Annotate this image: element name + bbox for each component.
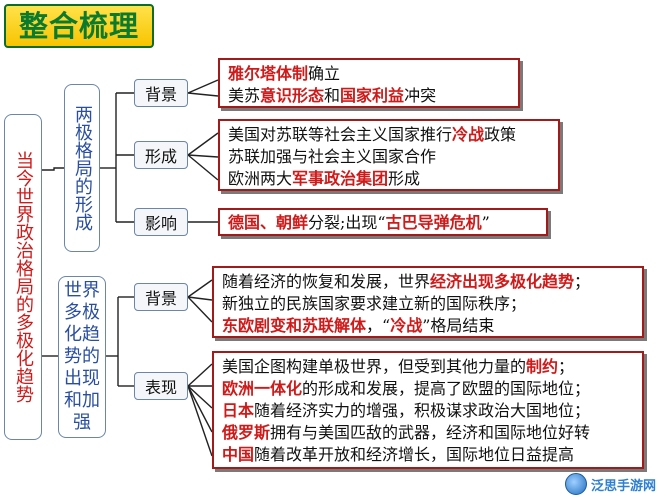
body-text: 新独立的民族国家要求建立新的国际秩序； xyxy=(222,294,527,313)
body-text: 和 xyxy=(324,86,341,105)
watermark-text: 泛思手游网 xyxy=(591,478,657,494)
arrow-5a xyxy=(187,363,213,387)
body-text: 随着经济的恢复和发展，世界 xyxy=(222,272,431,291)
highlight-text: 日本 xyxy=(222,401,255,420)
arrow-2c xyxy=(187,154,219,181)
content-box: 随着经济的恢复和发展，世界经济出现多极化趋势；新独立的民族国家要求建立新的国际秩… xyxy=(212,266,644,338)
body-text: 分裂;出现“ xyxy=(308,213,386,232)
content-line: 美国企图构建单极世界，但受到其他力量的制约； xyxy=(222,356,634,378)
tag-impact: 影响 xyxy=(134,208,188,236)
highlight-text: 欧洲一体化 xyxy=(222,379,303,398)
highlight-text: 冷战 xyxy=(452,125,485,144)
content-line: 日本随着经济实力的增强，积极谋求政治大国地位； xyxy=(222,400,634,422)
body-text: 美苏 xyxy=(228,86,261,105)
body-text: 欧洲两大 xyxy=(228,169,293,188)
arrow-4b xyxy=(187,296,213,301)
arrow-5d xyxy=(187,385,213,433)
highlight-text: 制约 xyxy=(526,357,559,376)
body-text: 冲突 xyxy=(404,86,437,105)
tag-background-2: 背景 xyxy=(134,283,188,311)
content-line: 美国对苏联等社会主义国家推行冷战政策 xyxy=(228,124,550,146)
section-node-bipolar: 两极格局的形成 xyxy=(64,84,100,252)
content-line: 美苏意识形态和国家利益冲突 xyxy=(228,85,510,107)
highlight-text: 冷战 xyxy=(390,316,423,335)
content-line: 中国随着改革开放和经济增长，国际地位日益提高 xyxy=(222,444,634,466)
highlight-text: 俄罗斯 xyxy=(222,423,271,442)
globe-icon xyxy=(565,473,587,495)
body-text: 随着经济实力的增强，积极谋求政治大国地位； xyxy=(254,401,591,420)
highlight-text: 德国、朝鲜 xyxy=(228,213,309,232)
connector-root-section1 xyxy=(42,167,64,171)
highlight-text: 雅尔塔体制 xyxy=(228,64,309,83)
highlight-text: 军事政治集团 xyxy=(292,169,389,188)
arrow-1a xyxy=(187,79,219,94)
arrow-1b xyxy=(187,92,219,97)
content-line: 苏联加强与社会主义国家合作 xyxy=(228,146,550,168)
watermark: 泛思手游网 xyxy=(565,472,661,496)
tag-background-1: 背景 xyxy=(134,79,188,107)
body-text: 的形成和发展，提高了欧盟的国际地位； xyxy=(302,379,591,398)
body-text: ； xyxy=(574,272,591,291)
highlight-text: 意识形态 xyxy=(260,86,325,105)
arrow-2a xyxy=(187,132,219,156)
highlight-text: 中国 xyxy=(222,445,255,464)
highlight-text: 东欧剧变和苏联解体 xyxy=(222,316,367,335)
content-box: 美国对苏联等社会主义国家推行冷战政策苏联加强与社会主义国家合作欧洲两大军事政治集… xyxy=(218,119,560,191)
body-text: 美国对苏联等社会主义国家推行 xyxy=(228,125,453,144)
body-text: 政策 xyxy=(484,125,517,144)
highlight-text: 经济出现多极化趋势 xyxy=(430,272,575,291)
arrow-4a xyxy=(187,279,213,298)
highlight-text: 古巴导弹危机 xyxy=(385,213,482,232)
content-line: 欧洲一体化的形成和发展，提高了欧盟的国际地位； xyxy=(222,378,634,400)
section-node-multipolar: 世界多极化趋势的出现和加强 xyxy=(58,276,106,438)
body-text: 形成 xyxy=(388,169,421,188)
content-box: 雅尔塔体制确立美苏意识形态和国家利益冲突 xyxy=(218,58,520,108)
content-line: 新独立的民族国家要求建立新的国际秩序； xyxy=(222,293,634,315)
content-line: 东欧剧变和苏联解体，“冷战”格局结束 xyxy=(222,315,634,337)
content-line: 欧洲两大军事政治集团形成 xyxy=(228,168,550,190)
content-line: 雅尔塔体制确立 xyxy=(228,63,510,85)
body-text: 拥有与美国匹敌的武器，经济和国际地位好转 xyxy=(270,423,591,442)
content-line: 德国、朝鲜分裂;出现“古巴导弹危机” xyxy=(228,212,538,234)
arrow-5e xyxy=(187,385,213,457)
body-text: 美国企图构建单极世界，但受到其他力量的 xyxy=(222,357,527,376)
body-text: ” xyxy=(481,213,490,232)
tag-manifestation: 表现 xyxy=(134,372,188,400)
section-node-multipolar-label: 世界多极化趋势的出现和加强 xyxy=(64,280,100,433)
body-text: 随着改革开放和经济增长，国际地位日益提高 xyxy=(254,445,575,464)
content-box: 美国企图构建单极世界，但受到其他力量的制约；欧洲一体化的形成和发展，提高了欧盟的… xyxy=(212,351,644,469)
content-line: 俄罗斯拥有与美国匹敌的武器，经济和国际地位好转 xyxy=(222,422,634,444)
body-text: ”格局结束 xyxy=(422,316,495,335)
content-box: 德国、朝鲜分裂;出现“古巴导弹危机” xyxy=(218,208,548,236)
arrow-2b xyxy=(187,154,219,158)
tag-formation: 形成 xyxy=(134,141,188,169)
highlight-text: 国家利益 xyxy=(340,86,405,105)
body-text: ，“ xyxy=(366,316,391,335)
page-title: 整合梳理 xyxy=(4,4,154,48)
arrow-4c xyxy=(187,296,213,323)
arrow-5c xyxy=(187,385,213,409)
root-node: 当今世界政治格局的多极化趋势 xyxy=(4,114,42,440)
body-text: 确立 xyxy=(308,64,341,83)
content-line: 随着经济的恢复和发展，世界经济出现多极化趋势； xyxy=(222,271,634,293)
body-text: ； xyxy=(558,357,575,376)
body-text: 苏联加强与社会主义国家合作 xyxy=(228,147,437,166)
